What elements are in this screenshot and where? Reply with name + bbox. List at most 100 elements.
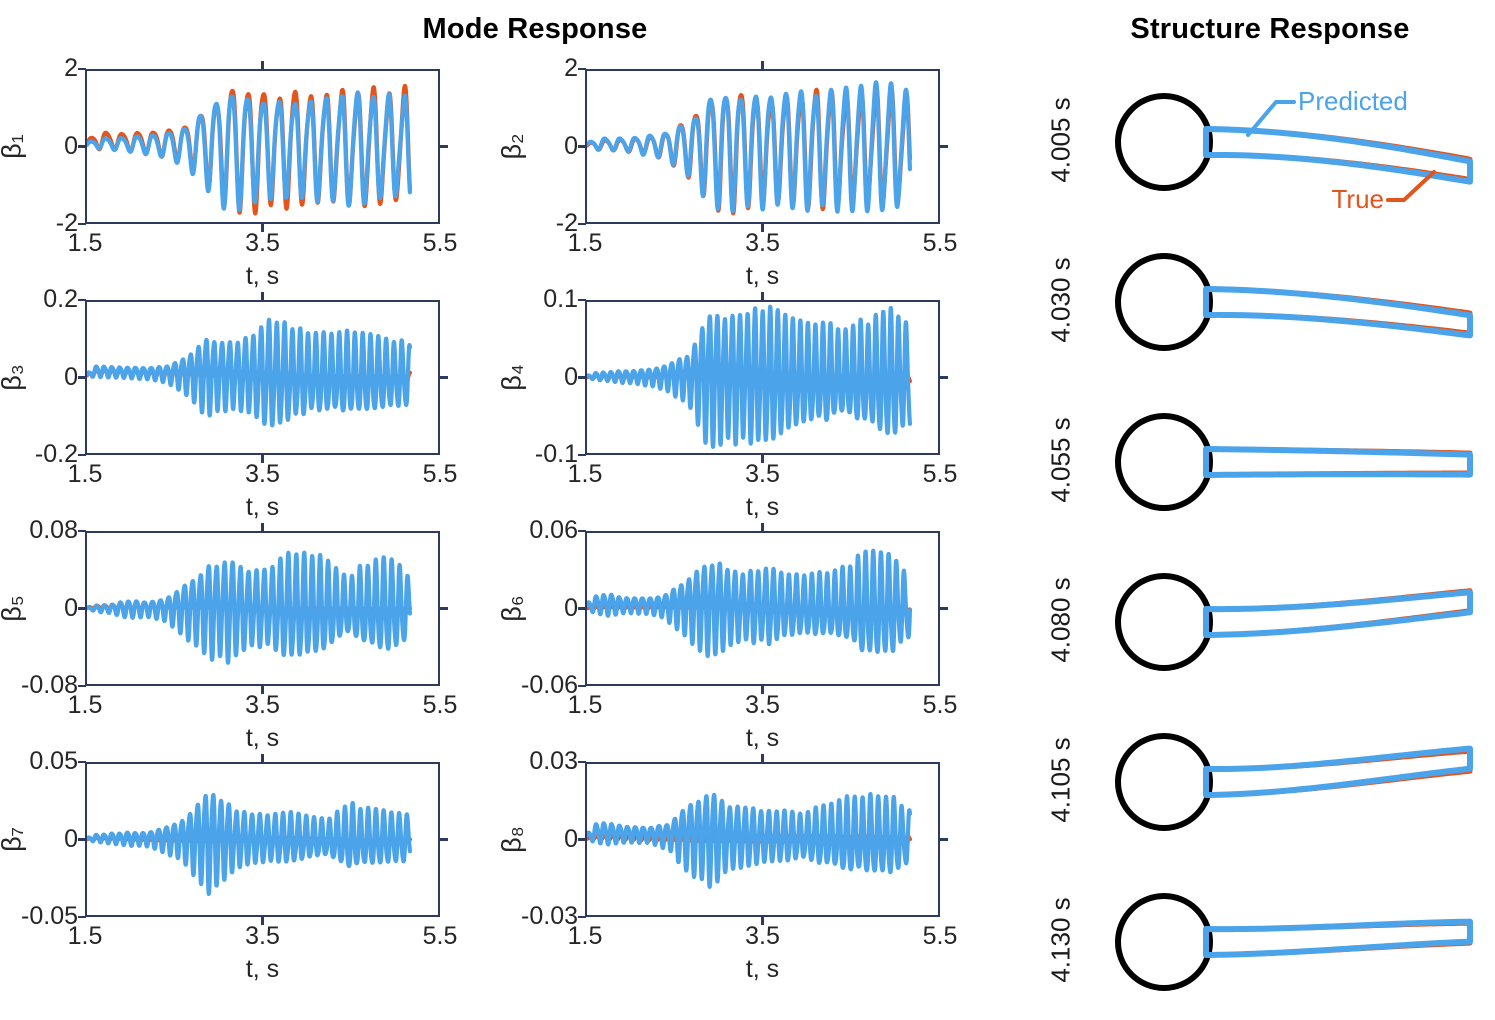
- structure-diagram: [1115, 893, 1473, 991]
- ytick-label: -0.2: [34, 440, 78, 468]
- frame-time-label: 4.130 s: [1045, 897, 1076, 983]
- xtick-mark-bottom: [261, 223, 264, 232]
- traces-beta2: [587, 71, 938, 222]
- cylinder-icon: [1115, 413, 1213, 511]
- ytick-mark: [78, 838, 86, 841]
- structure-diagram: [1115, 573, 1473, 671]
- ytick-mark: [578, 838, 586, 841]
- cylinder-icon: [1115, 573, 1213, 671]
- plate-outline-predicted: [1202, 918, 1473, 958]
- xtick-label: 5.5: [422, 691, 458, 719]
- structure-diagram: [1115, 253, 1473, 351]
- ytick-mark: [578, 453, 586, 457]
- xtick-mark-top: [761, 754, 764, 763]
- ytick-label: 0: [64, 593, 78, 622]
- ytick-label: 0.03: [529, 747, 578, 775]
- xtick-mark-top: [761, 523, 764, 532]
- xtick-label: 1.5: [567, 691, 603, 719]
- ytick-label: -0.05: [21, 902, 78, 930]
- xtick-label: 5.5: [922, 229, 958, 257]
- xtick-mark-top: [261, 61, 264, 70]
- ytick-mark: [578, 145, 586, 148]
- xtick-mark-bottom: [761, 223, 764, 232]
- ytick-label: 0: [564, 362, 578, 391]
- right-mid-tick: [439, 838, 448, 841]
- trace-beta5-predicted: [87, 553, 410, 663]
- xtick-mark-top: [261, 292, 264, 301]
- xtick-label: 3.5: [245, 460, 280, 488]
- ytick-mark: [78, 607, 86, 610]
- ytick-label: 0.05: [29, 747, 78, 775]
- xtick-mark-top: [261, 523, 264, 532]
- plot-area-beta8: [585, 762, 940, 917]
- ytick-label: -0.06: [521, 671, 578, 699]
- ytick-mark: [578, 376, 586, 379]
- ytick-label: 0.2: [43, 285, 78, 313]
- x-axis-label: t, s: [745, 955, 780, 983]
- ytick-label: 0: [64, 131, 78, 160]
- plate-outline-predicted: [1202, 126, 1473, 185]
- frame-time-label: 4.080 s: [1045, 577, 1076, 663]
- plot-area-beta2: [585, 69, 940, 224]
- y-axis-label: β₁: [0, 133, 27, 159]
- ytick-label: 0.08: [29, 516, 78, 544]
- frame-time-label: 4.030 s: [1045, 257, 1076, 343]
- trace-beta3-predicted: [87, 320, 410, 426]
- xtick-label: 5.5: [422, 922, 458, 950]
- right-mid-tick: [439, 607, 448, 610]
- frame-time-label: 4.105 s: [1045, 737, 1076, 823]
- xtick-mark-top: [761, 61, 764, 70]
- ytick-label: 0: [64, 824, 78, 853]
- trace-beta8-predicted: [587, 794, 910, 887]
- right-mid-tick: [439, 145, 448, 148]
- xtick-label: 5.5: [422, 460, 458, 488]
- right-mid-tick: [939, 376, 948, 379]
- y-axis-label: β₅: [0, 594, 27, 622]
- xtick-label: 1.5: [67, 691, 103, 719]
- xtick-mark-bottom: [761, 916, 764, 925]
- y-axis-label: β₃: [0, 363, 27, 391]
- ytick-label: 0.1: [543, 285, 578, 313]
- ytick-label: 2: [564, 54, 578, 82]
- ytick-mark: [78, 376, 86, 379]
- ytick-label: -0.08: [21, 671, 78, 699]
- xtick-label: 5.5: [922, 922, 958, 950]
- y-axis-label: β₆: [496, 594, 527, 622]
- y-axis-label: β₇: [0, 826, 27, 852]
- mode-response-title: Mode Response: [422, 13, 648, 45]
- ytick-mark: [78, 67, 86, 71]
- ytick-mark: [578, 222, 586, 226]
- true-leader-line: [1386, 170, 1436, 202]
- ytick-mark: [578, 67, 586, 71]
- x-axis-label: t, s: [245, 955, 280, 983]
- ytick-label: 0.06: [529, 516, 578, 544]
- ytick-label: -0.1: [534, 440, 578, 468]
- ytick-label: 0: [564, 131, 578, 160]
- plot-area-beta3: [85, 300, 440, 455]
- plot-area-beta7: [85, 762, 440, 917]
- trace-beta2-predicted: [587, 82, 910, 211]
- x-axis-label: t, s: [245, 262, 280, 290]
- xtick-mark-bottom: [261, 685, 264, 694]
- ytick-label: -0.03: [521, 902, 578, 930]
- cylinder-icon: [1115, 253, 1213, 351]
- xtick-label: 1.5: [67, 460, 103, 488]
- xtick-label: 1.5: [567, 229, 603, 257]
- ytick-mark: [78, 760, 86, 764]
- frame-time-label: 4.005 s: [1045, 97, 1076, 183]
- ytick-mark: [578, 529, 586, 533]
- xtick-mark-top: [261, 754, 264, 763]
- plate-outline-predicted: [1202, 286, 1473, 339]
- plate-outline-predicted: [1203, 446, 1473, 478]
- plot-area-beta1: [85, 69, 440, 224]
- ytick-label: -2: [555, 209, 578, 237]
- x-axis-label: t, s: [245, 493, 280, 521]
- xtick-label: 5.5: [922, 691, 958, 719]
- ytick-label: -2: [55, 209, 78, 237]
